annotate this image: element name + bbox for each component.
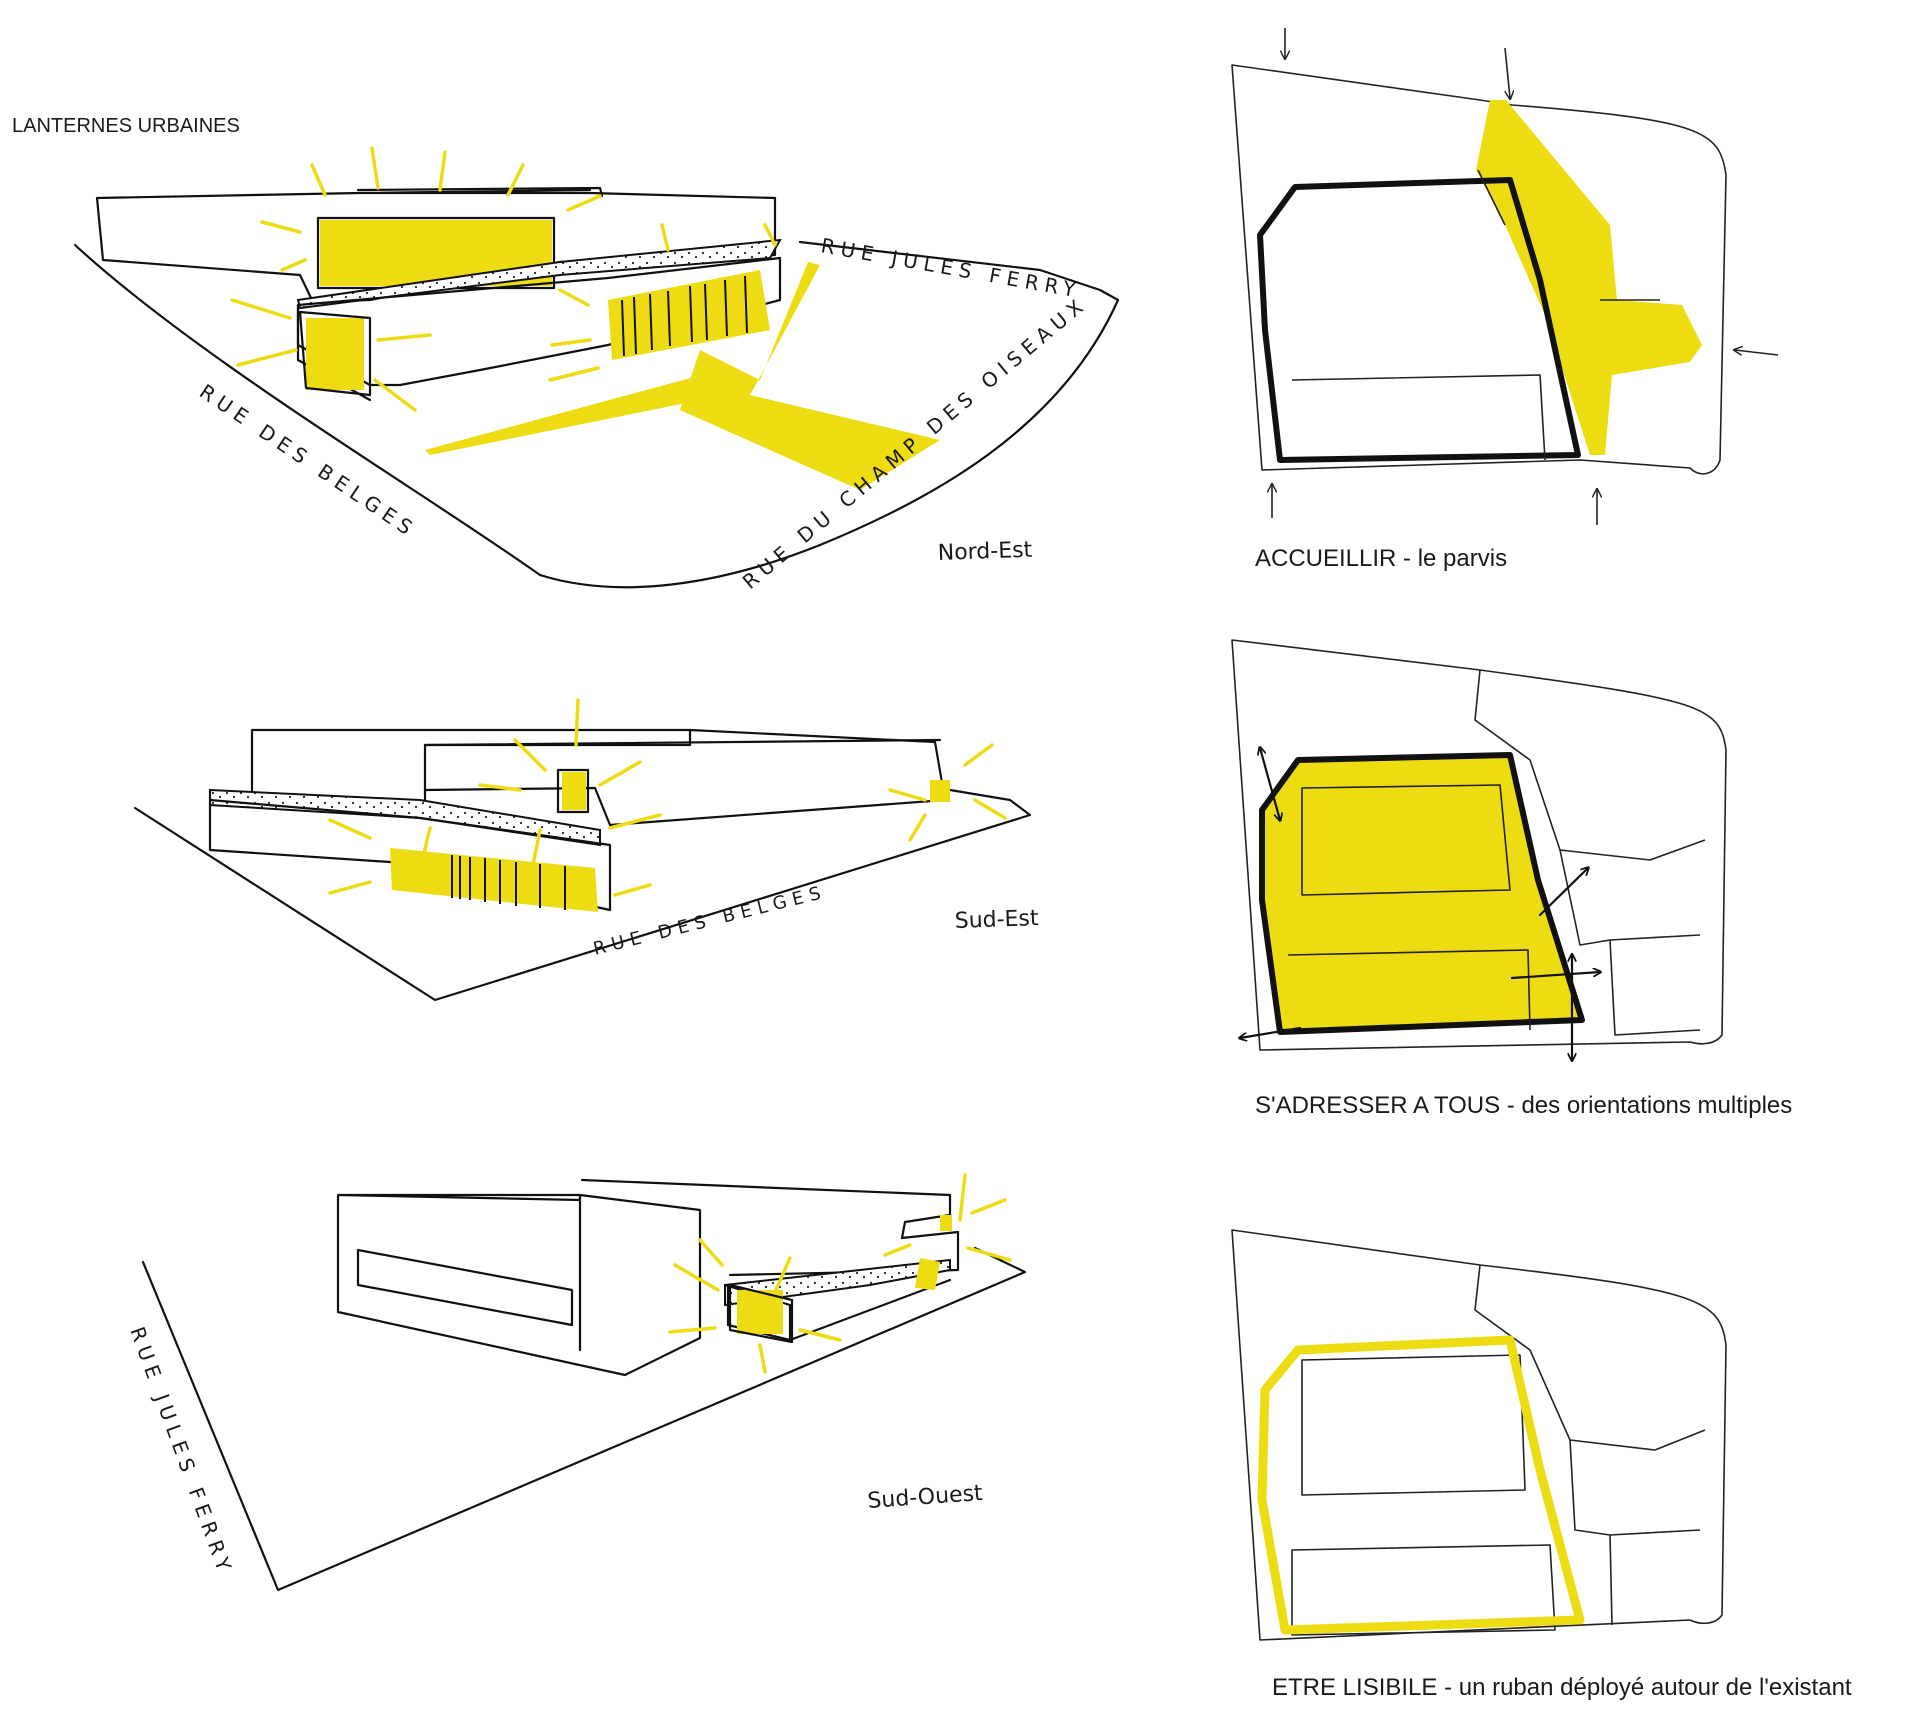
lower-block: [208, 788, 612, 912]
parcel-outline: [1231, 1229, 1727, 1641]
parvis-path[interactable]: [680, 262, 940, 490]
arrow-icon: [1240, 1026, 1302, 1038]
small-lantern: [562, 772, 586, 810]
sketch-sud-ouest: RUE JULES FERRY Sud-Ouest: [125, 1173, 1027, 1592]
lantern-window-frame: [728, 1283, 794, 1344]
parcel-subdivision: [1474, 1264, 1706, 1626]
lantern-window-low-frame: [298, 310, 372, 397]
access-arrows: [1272, 28, 1779, 525]
rear-block: [580, 1178, 960, 1277]
building-fill[interactable]: [1262, 755, 1582, 1032]
plan-adresser: S'ADRESSER A TOUS - des orientations mul…: [1231, 639, 1792, 1119]
orientation-label: Sud-Ouest: [867, 1481, 984, 1514]
orientation-label: Sud-Est: [954, 906, 1039, 934]
corner-lantern: [930, 780, 950, 802]
arrow-icon: [1735, 350, 1779, 356]
striped-facade: [608, 270, 770, 360]
lower-strip: [390, 848, 598, 912]
lantern-window-low: [306, 318, 364, 390]
parcel-outline: [1231, 639, 1727, 1051]
sketch-sud-est: RUE DES BELGES Sud-Est: [133, 698, 1039, 1002]
upper-block-right: [423, 738, 942, 747]
arrow-icon: [1538, 868, 1588, 917]
sketch-title: LANTERNES URBAINES: [12, 115, 240, 137]
parcel-subdivision: [1474, 669, 1706, 1036]
street-label-belges: RUE DES BELGES: [195, 379, 421, 543]
orientation-arrows: [1240, 748, 1600, 1060]
arrow-icon: [1504, 47, 1510, 98]
inner-volume: [1287, 784, 1531, 1031]
lantern-window: [737, 1290, 783, 1334]
side-lantern: [915, 1258, 940, 1290]
plan-caption: S'ADRESSER A TOUS - des orientations mul…: [1255, 1092, 1792, 1119]
plan-lisible: ETRE LISIBILE - un ruban déployé autour …: [1231, 1229, 1852, 1701]
building-outline: [1259, 752, 1585, 1035]
arrow-icon: [1510, 972, 1600, 980]
ground-outline: [141, 1246, 1027, 1592]
parcel-outline: [1231, 64, 1727, 475]
lantern-rays: [668, 1173, 1012, 1374]
ribbon-outline[interactable]: [1257, 1335, 1585, 1635]
long-window: [356, 1248, 574, 1327]
inner-lines: [1477, 169, 1660, 301]
terrace-band: [296, 238, 782, 310]
small-lantern-frame: [556, 768, 590, 814]
facade-stripes: [451, 855, 566, 910]
parvis-fill[interactable]: [1476, 100, 1702, 455]
orientation-label: Nord-Est: [937, 538, 1033, 566]
street-label-jules-ferry: RUE JULES FERRY: [819, 233, 1083, 302]
lantern-rays: [230, 146, 777, 412]
ground-outline: [133, 788, 1032, 1002]
ground-outline: [73, 240, 1120, 589]
plan-caption: ETRE LISIBILE - un ruban déployé autour …: [1272, 1674, 1852, 1701]
facade-stripes: [621, 275, 748, 357]
inner-volume: [1291, 374, 1546, 461]
rear-lantern: [940, 1215, 952, 1231]
main-block: [336, 1193, 702, 1377]
lantern-rays: [328, 698, 1007, 897]
plan-accueillir: ACCUEILLIR - le parvis: [1231, 28, 1779, 572]
building-outline: [1257, 177, 1581, 463]
arrow-icon: [1260, 748, 1280, 820]
parvis-wedge: [425, 370, 760, 455]
sketch-nord-est: LANTERNES URBAINES: [12, 115, 1120, 594]
plan-caption: ACCUEILLIR - le parvis: [1255, 545, 1507, 572]
inner-volume: [1291, 1354, 1556, 1636]
